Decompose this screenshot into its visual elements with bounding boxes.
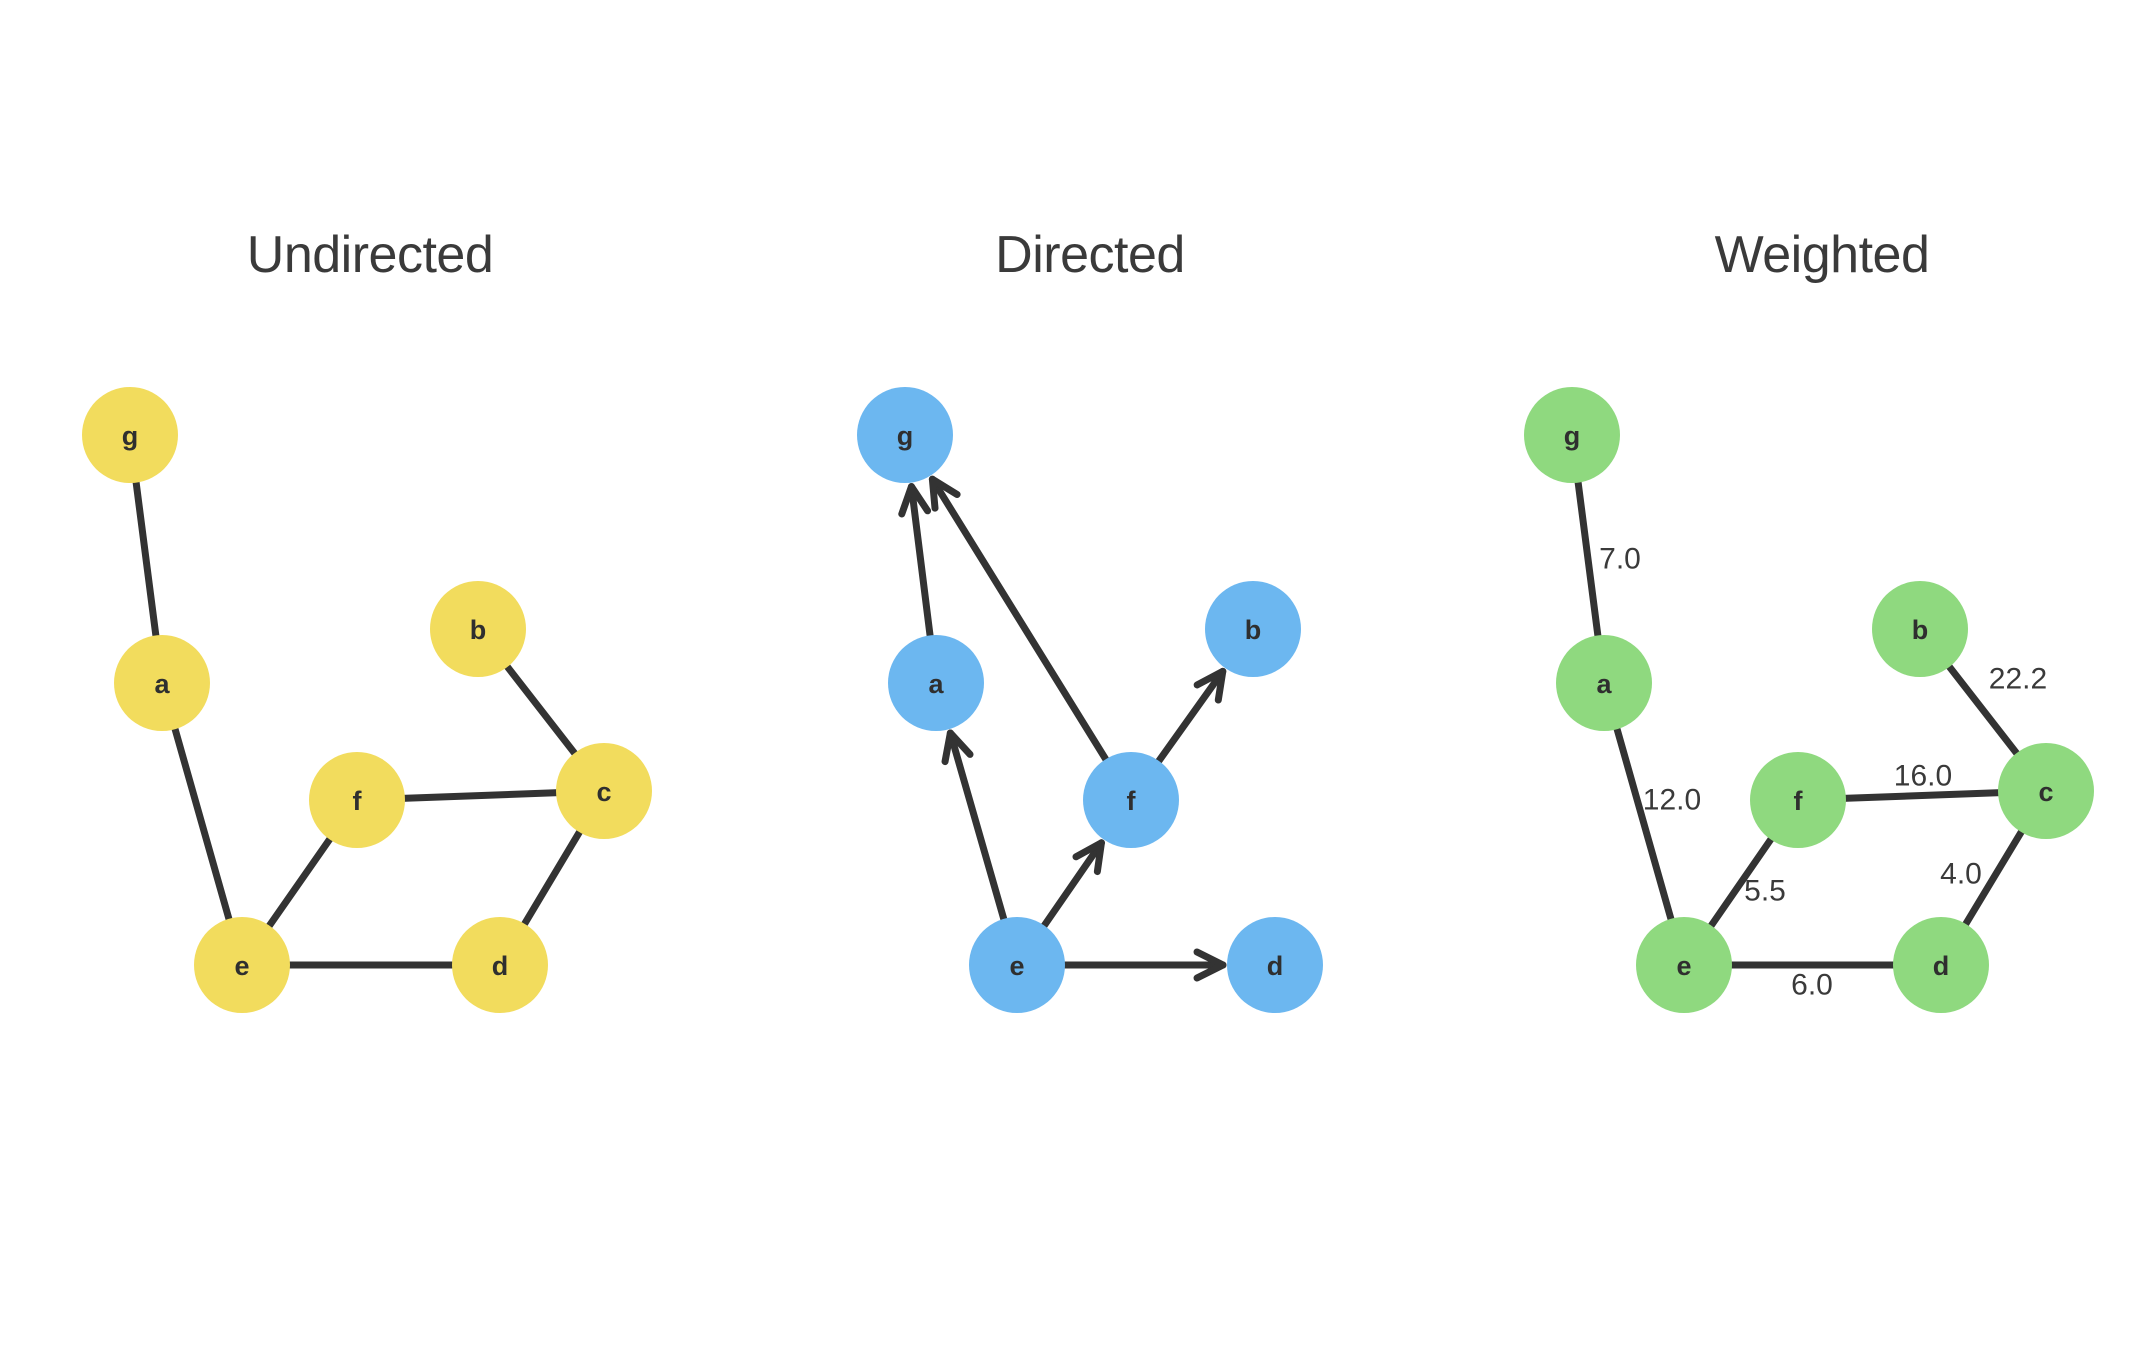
node-directed-a[interactable]: a — [888, 635, 984, 731]
node-layer: g a bf c e d — [1524, 387, 2094, 1013]
node-undirected-g[interactable]: g — [82, 387, 178, 483]
edge-weight-f-c: 16.0 — [1894, 760, 1952, 793]
arrowhead-e-d — [1193, 948, 1227, 982]
edge-layer — [1573, 473, 2028, 969]
node-weighted-b[interactable]: b — [1872, 581, 1968, 677]
node-directed-d[interactable]: d — [1227, 917, 1323, 1013]
node-circle-d[interactable] — [1893, 917, 1989, 1013]
arrowhead-a-g — [898, 483, 932, 518]
edge-weight-g-a: 7.0 — [1599, 543, 1641, 576]
edge-e-f — [1037, 839, 1105, 934]
panel-title-directed: Directed — [995, 226, 1185, 284]
edge-c-d — [518, 823, 586, 933]
edge-f-c — [395, 789, 566, 802]
edge-weight-c-d: 4.0 — [1940, 858, 1982, 891]
edge-e-a — [946, 729, 1009, 929]
node-layer: g a bf c e d — [82, 387, 652, 1013]
arrowhead-e-f — [1072, 839, 1105, 876]
edge-weight-e-d: 6.0 — [1791, 969, 1833, 1002]
node-undirected-a[interactable]: a — [114, 635, 210, 731]
edge-e-f — [1704, 831, 1778, 934]
node-circle-d[interactable] — [452, 917, 548, 1013]
node-undirected-d[interactable]: d — [452, 917, 548, 1013]
node-circle-c[interactable] — [556, 743, 652, 839]
edge-e-f — [262, 830, 337, 935]
edge-b-c — [500, 658, 582, 762]
edge-b-c — [1942, 658, 2024, 762]
panel-title-weighted: Weighted — [1714, 226, 1930, 284]
node-circle-a[interactable] — [888, 635, 984, 731]
node-circle-f[interactable] — [1083, 752, 1179, 848]
edge-weight-e-f: 5.5 — [1744, 875, 1786, 908]
arrowhead-e-a — [941, 729, 974, 766]
node-directed-g[interactable]: g — [857, 387, 953, 483]
node-circle-e[interactable] — [1636, 917, 1732, 1013]
node-circle-c[interactable] — [1998, 743, 2094, 839]
edge-g-a — [131, 473, 161, 645]
node-circle-g[interactable] — [1524, 387, 1620, 483]
edge-a-g — [907, 483, 935, 645]
edge-weight-a-e: 12.0 — [1643, 784, 1701, 817]
node-circle-b[interactable] — [1872, 581, 1968, 677]
node-weighted-e[interactable]: e — [1636, 917, 1732, 1013]
panel-title-undirected: Undirected — [246, 226, 494, 284]
edge-c-d — [1959, 823, 2028, 933]
node-layer: g a bfe d — [857, 387, 1323, 1013]
node-weighted-g[interactable]: g — [1524, 387, 1620, 483]
edge-f-b — [1151, 667, 1227, 770]
edge-g-a — [1573, 473, 1603, 645]
node-weighted-d[interactable]: d — [1893, 917, 1989, 1013]
edge-f-c — [1836, 789, 2008, 802]
node-directed-b[interactable]: b — [1205, 581, 1301, 677]
node-circle-b[interactable] — [1205, 581, 1301, 677]
node-undirected-c[interactable]: c — [556, 743, 652, 839]
node-directed-e[interactable]: e — [969, 917, 1065, 1013]
node-undirected-b[interactable]: b — [430, 581, 526, 677]
arrowhead-f-g — [928, 475, 961, 512]
node-weighted-f[interactable]: f — [1750, 752, 1846, 848]
node-circle-d[interactable] — [1227, 917, 1323, 1013]
node-circle-g[interactable] — [857, 387, 953, 483]
node-weighted-c[interactable]: c — [1998, 743, 2094, 839]
node-weighted-a[interactable]: a — [1556, 635, 1652, 731]
node-circle-e[interactable] — [969, 917, 1065, 1013]
node-circle-a[interactable] — [114, 635, 210, 731]
node-circle-g[interactable] — [82, 387, 178, 483]
node-undirected-e[interactable]: e — [194, 917, 290, 1013]
node-directed-f[interactable]: f — [1083, 752, 1179, 848]
node-undirected-f[interactable]: f — [309, 752, 405, 848]
edge-a-e — [169, 719, 235, 929]
arrowhead-f-b — [1193, 667, 1227, 704]
node-circle-a[interactable] — [1556, 635, 1652, 731]
edge-weight-b-c: 22.2 — [1989, 663, 2047, 696]
node-circle-f[interactable] — [1750, 752, 1846, 848]
edge-layer — [131, 473, 586, 969]
edge-a-e — [1611, 719, 1677, 929]
node-circle-b[interactable] — [430, 581, 526, 677]
node-circle-f[interactable] — [309, 752, 405, 848]
node-circle-e[interactable] — [194, 917, 290, 1013]
